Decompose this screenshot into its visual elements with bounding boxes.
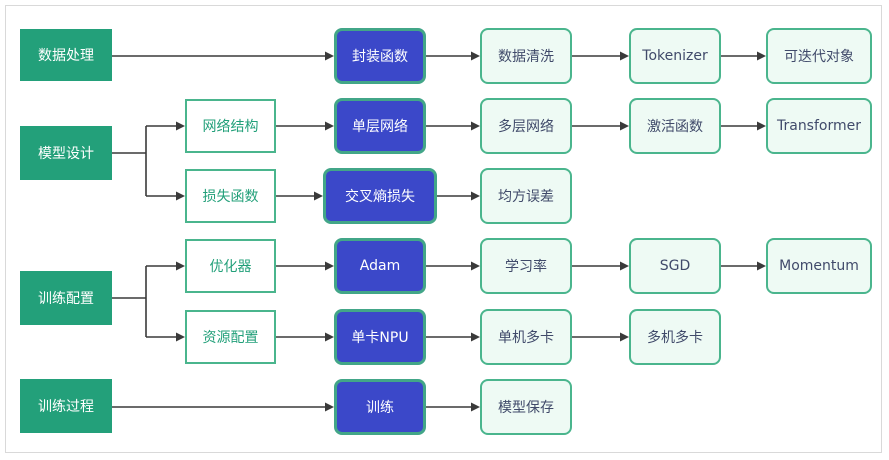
arrowhead-mse — [471, 191, 480, 201]
diagram-frame — [5, 5, 882, 453]
node-single-npu: 单卡NPU — [334, 309, 426, 365]
node-wrap-func: 封装函数 — [334, 28, 426, 84]
arrowhead-sgd — [620, 261, 629, 271]
node-resource-config: 资源配置 — [185, 310, 276, 364]
node-momentum: Momentum — [766, 238, 872, 294]
arrowhead-single_npu — [325, 332, 334, 342]
node-multi-layer: 多层网络 — [480, 98, 572, 154]
node-net-structure: 网络结构 — [185, 99, 276, 153]
node-cross-entropy: 交叉熵损失 — [323, 168, 437, 224]
arrowhead-wrap_func — [325, 51, 334, 61]
node-single-layer: 单层网络 — [334, 98, 426, 154]
node-cat-config: 训练配置 — [20, 271, 112, 325]
node-activation: 激活函数 — [629, 98, 721, 154]
node-cat-model: 模型设计 — [20, 126, 112, 180]
node-model-save: 模型保存 — [480, 379, 572, 435]
arrowhead-iterable — [757, 51, 766, 61]
node-optimizer: 优化器 — [185, 239, 276, 293]
arrowhead-net_structure — [176, 121, 185, 131]
arrowhead-loss_func — [176, 191, 185, 201]
node-mse: 均方误差 — [480, 168, 572, 224]
arrowhead-tokenizer — [620, 51, 629, 61]
arrowhead-multi_machine_multi_card — [620, 332, 629, 342]
arrowhead-data_clean — [471, 51, 480, 61]
arrowhead-optimizer — [176, 261, 185, 271]
node-transformer: Transformer — [766, 98, 872, 154]
node-iterable: 可迭代对象 — [766, 28, 872, 84]
node-data-clean: 数据清洗 — [480, 28, 572, 84]
node-adam: Adam — [334, 238, 426, 294]
arrowhead-cross_entropy — [314, 191, 323, 201]
node-single-machine-multi-card: 单机多卡 — [480, 309, 572, 365]
arrowhead-single_machine_multi_card — [471, 332, 480, 342]
arrowhead-momentum — [757, 261, 766, 271]
node-tokenizer: Tokenizer — [629, 28, 721, 84]
node-train: 训练 — [334, 379, 426, 435]
arrowhead-multi_layer — [471, 121, 480, 131]
node-multi-machine-multi-card: 多机多卡 — [629, 309, 721, 365]
arrowhead-activation — [620, 121, 629, 131]
arrowhead-transformer — [757, 121, 766, 131]
arrowhead-learning_rate — [471, 261, 480, 271]
node-learning-rate: 学习率 — [480, 238, 572, 294]
arrowhead-train — [325, 402, 334, 412]
node-loss-func: 损失函数 — [185, 169, 276, 223]
arrowhead-model_save — [471, 402, 480, 412]
node-sgd: SGD — [629, 238, 721, 294]
node-cat-data: 数据处理 — [20, 29, 112, 81]
arrowhead-adam — [325, 261, 334, 271]
arrowhead-resource_config — [176, 332, 185, 342]
node-cat-train: 训练过程 — [20, 379, 112, 433]
arrowhead-single_layer — [325, 121, 334, 131]
